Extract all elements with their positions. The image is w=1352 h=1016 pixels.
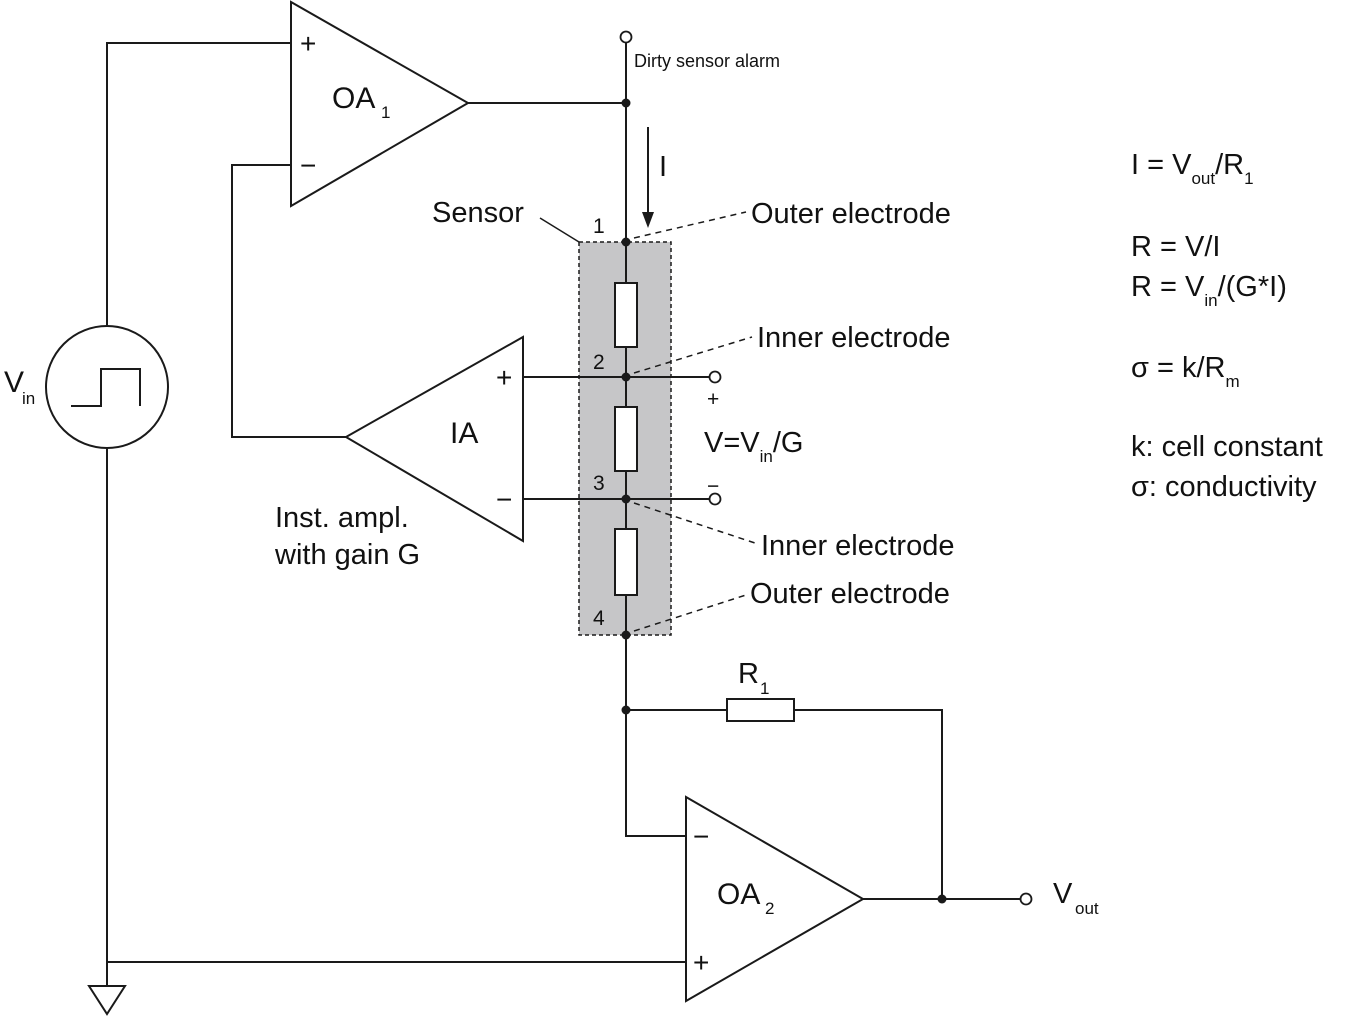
ia-caption-line2: with gain G <box>274 539 420 571</box>
opamp-oa1-label: OA <box>332 82 375 115</box>
alarm-label: Dirty sensor alarm <box>634 51 780 71</box>
opamp-oa2-label: OA <box>717 878 760 911</box>
opamp-oa1-body <box>290 0 471 208</box>
resistor-r1-subscript: 1 <box>760 679 769 698</box>
square-wave-source: V in <box>4 325 169 449</box>
sensor-node-2: 2 <box>593 351 605 374</box>
current-label: I <box>659 151 667 183</box>
resistor-r1 <box>726 698 795 722</box>
formula-resistance-vin: R = Vin/(G*I) <box>1131 271 1287 310</box>
inner-electrode-bottom-label: Inner electrode <box>761 530 954 562</box>
ia-caption-line1: Inst. ampl. <box>275 502 409 534</box>
voltage-minus-sign: − <box>707 475 719 498</box>
instrumentation-amplifier: IA + − Inst. ampl. with gain G <box>274 335 524 571</box>
definition-cell-constant: k: cell constant <box>1131 431 1323 463</box>
definition-conductivity: σ: conductivity <box>1131 471 1317 503</box>
ground-icon <box>87 985 127 1016</box>
source-label: V <box>4 366 24 399</box>
resistor-r1-label: R <box>738 658 759 690</box>
outer-electrode-top-label: Outer electrode <box>751 198 951 230</box>
ia-label: IA <box>450 417 478 450</box>
source-circle <box>45 325 169 449</box>
outer-electrode-bottom-leader <box>633 594 747 632</box>
outer-electrode-top-leader <box>633 211 747 239</box>
opamp-oa2-plus: + <box>693 947 709 978</box>
output-label: V <box>1053 878 1073 910</box>
formula-conductivity: σ = k/Rm <box>1131 352 1240 391</box>
opamp-oa2-minus: − <box>693 821 709 852</box>
inner-electrode-top-label: Inner electrode <box>757 322 950 354</box>
sensor-label: Sensor <box>432 197 524 229</box>
inner-electrode-top-leader <box>633 336 753 374</box>
square-wave-icon <box>71 368 141 407</box>
ia-minus: − <box>496 484 512 515</box>
output-subscript: out <box>1075 899 1099 918</box>
voltage-equation-main: V=Vin/G <box>704 427 803 466</box>
output-terminal <box>1019 892 1033 906</box>
voltage-plus-terminal <box>708 370 722 384</box>
alarm-terminal <box>619 30 633 44</box>
opamp-oa2: OA 2 − + <box>685 795 866 1003</box>
sensor-node-4: 4 <box>593 607 605 630</box>
sensor-resistor-upper <box>614 282 638 348</box>
opamp-oa1-subscript: 1 <box>381 103 390 122</box>
formulas-panel: I = Vout/R1 R = V/I R = Vin/(G*I) σ = k/… <box>1131 149 1323 503</box>
opamp-oa1-plus: + <box>300 28 316 59</box>
source-subscript: in <box>22 389 35 408</box>
voltage-plus-sign: + <box>707 388 719 411</box>
sensor-node-1: 1 <box>593 215 605 238</box>
ia-body <box>343 335 524 543</box>
formula-current: I = Vout/R1 <box>1131 149 1254 188</box>
sensor-resistor-middle <box>614 406 638 472</box>
outer-electrode-bottom-label: Outer electrode <box>750 578 950 610</box>
wires <box>106 42 1020 986</box>
sensor-node-3: 3 <box>593 472 605 495</box>
sensor-leader-line <box>539 217 580 243</box>
junction-dots <box>621 98 947 904</box>
opamp-oa2-body <box>685 795 866 1003</box>
current-arrow-head <box>642 212 654 228</box>
sensor-resistor-lower <box>614 528 638 596</box>
voltage-minus-terminal <box>708 492 722 506</box>
opamp-oa1-minus: − <box>300 150 316 181</box>
ia-plus: + <box>496 362 512 393</box>
opamp-oa2-subscript: 2 <box>765 899 774 918</box>
formula-resistance: R = V/I <box>1131 231 1220 263</box>
opamp-oa1: OA 1 + − <box>290 0 471 208</box>
